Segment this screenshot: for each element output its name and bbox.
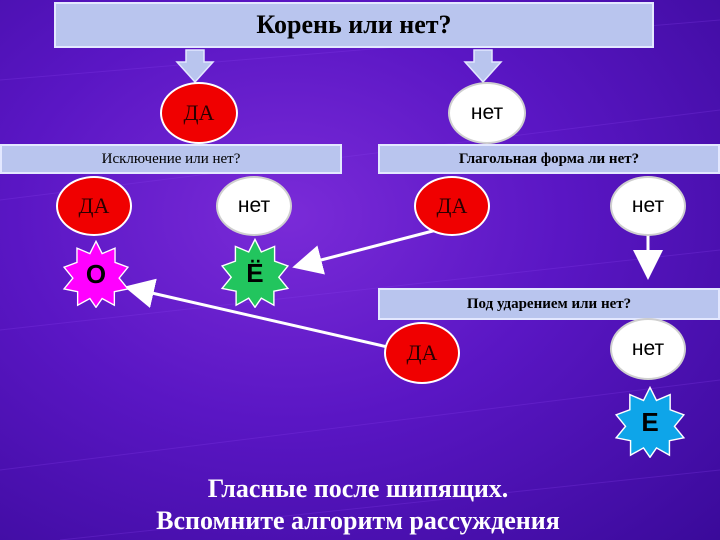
footer-line-2: Вспомните алгоритм рассуждения [156,506,560,535]
title-box: Корень или нет? [54,2,654,48]
stress-question-box: Под ударением или нет? [378,288,720,320]
arrow-verb-yes-to-yo [292,224,453,275]
down-arrow-yes [175,49,215,84]
exception-yes-oval: ДА [56,176,132,236]
root-yes-oval: ДА [160,82,238,144]
arrow-stress-yes-to-o [124,278,393,350]
verb-question-box: Глагольная форма ли нет? [378,144,720,174]
page-title: Корень или нет? [256,10,452,39]
star-o-shape [62,239,130,309]
letter-yo: Ё [246,257,264,288]
stress-no-oval: нет [610,318,686,380]
footer-line-1: Гласные после шипящих. [207,474,509,503]
star-yo-shape [220,237,290,309]
star-e: Е [614,385,686,459]
star-e-shape [614,385,686,459]
verb-no-oval: нет [610,176,686,236]
root-no-oval: нет [448,82,526,144]
exception-question-box: Исключение или нет? [0,144,342,174]
star-o: О [62,239,130,309]
down-arrow-no [463,49,503,84]
exception-no-oval: нет [216,176,292,236]
letter-o: О [85,258,107,289]
stress-yes-oval: ДА [384,322,460,384]
star-yo: Ё [220,237,290,309]
verb-yes-oval: ДА [414,176,490,236]
letter-e: Е [641,406,659,437]
